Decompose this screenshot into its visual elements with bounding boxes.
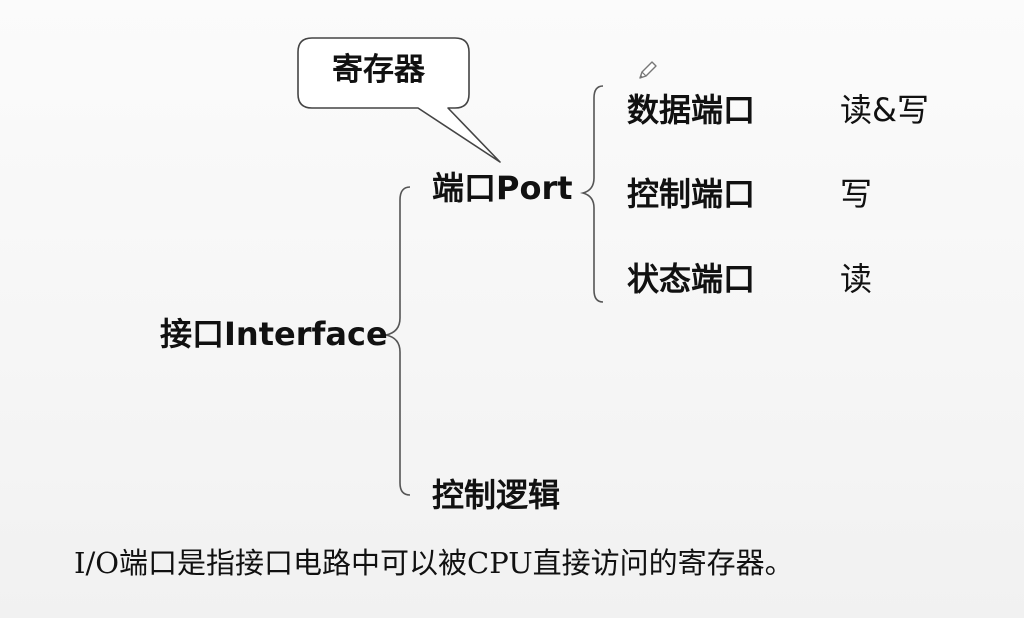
port-item-status: 状态端口 (627, 260, 756, 298)
interface-brace (385, 186, 411, 496)
port-access-control: 写 (840, 175, 873, 213)
root-node-interface: 接口Interface (160, 315, 388, 353)
callout-bubble (297, 37, 501, 163)
port-item-data: 数据端口 (627, 91, 756, 129)
port-brace (579, 85, 604, 303)
caption-text: I/O端口是指接口电路中可以被CPU直接访问的寄存器。 (74, 546, 794, 580)
control-logic-node: 控制逻辑 (432, 476, 561, 514)
callout-label: 寄存器 (332, 52, 425, 88)
port-node: 端口Port (432, 169, 573, 207)
port-item-control: 控制端口 (627, 175, 756, 213)
port-access-status: 读 (840, 260, 873, 298)
pen-icon[interactable] (636, 58, 660, 82)
port-access-data: 读&写 (840, 91, 929, 129)
